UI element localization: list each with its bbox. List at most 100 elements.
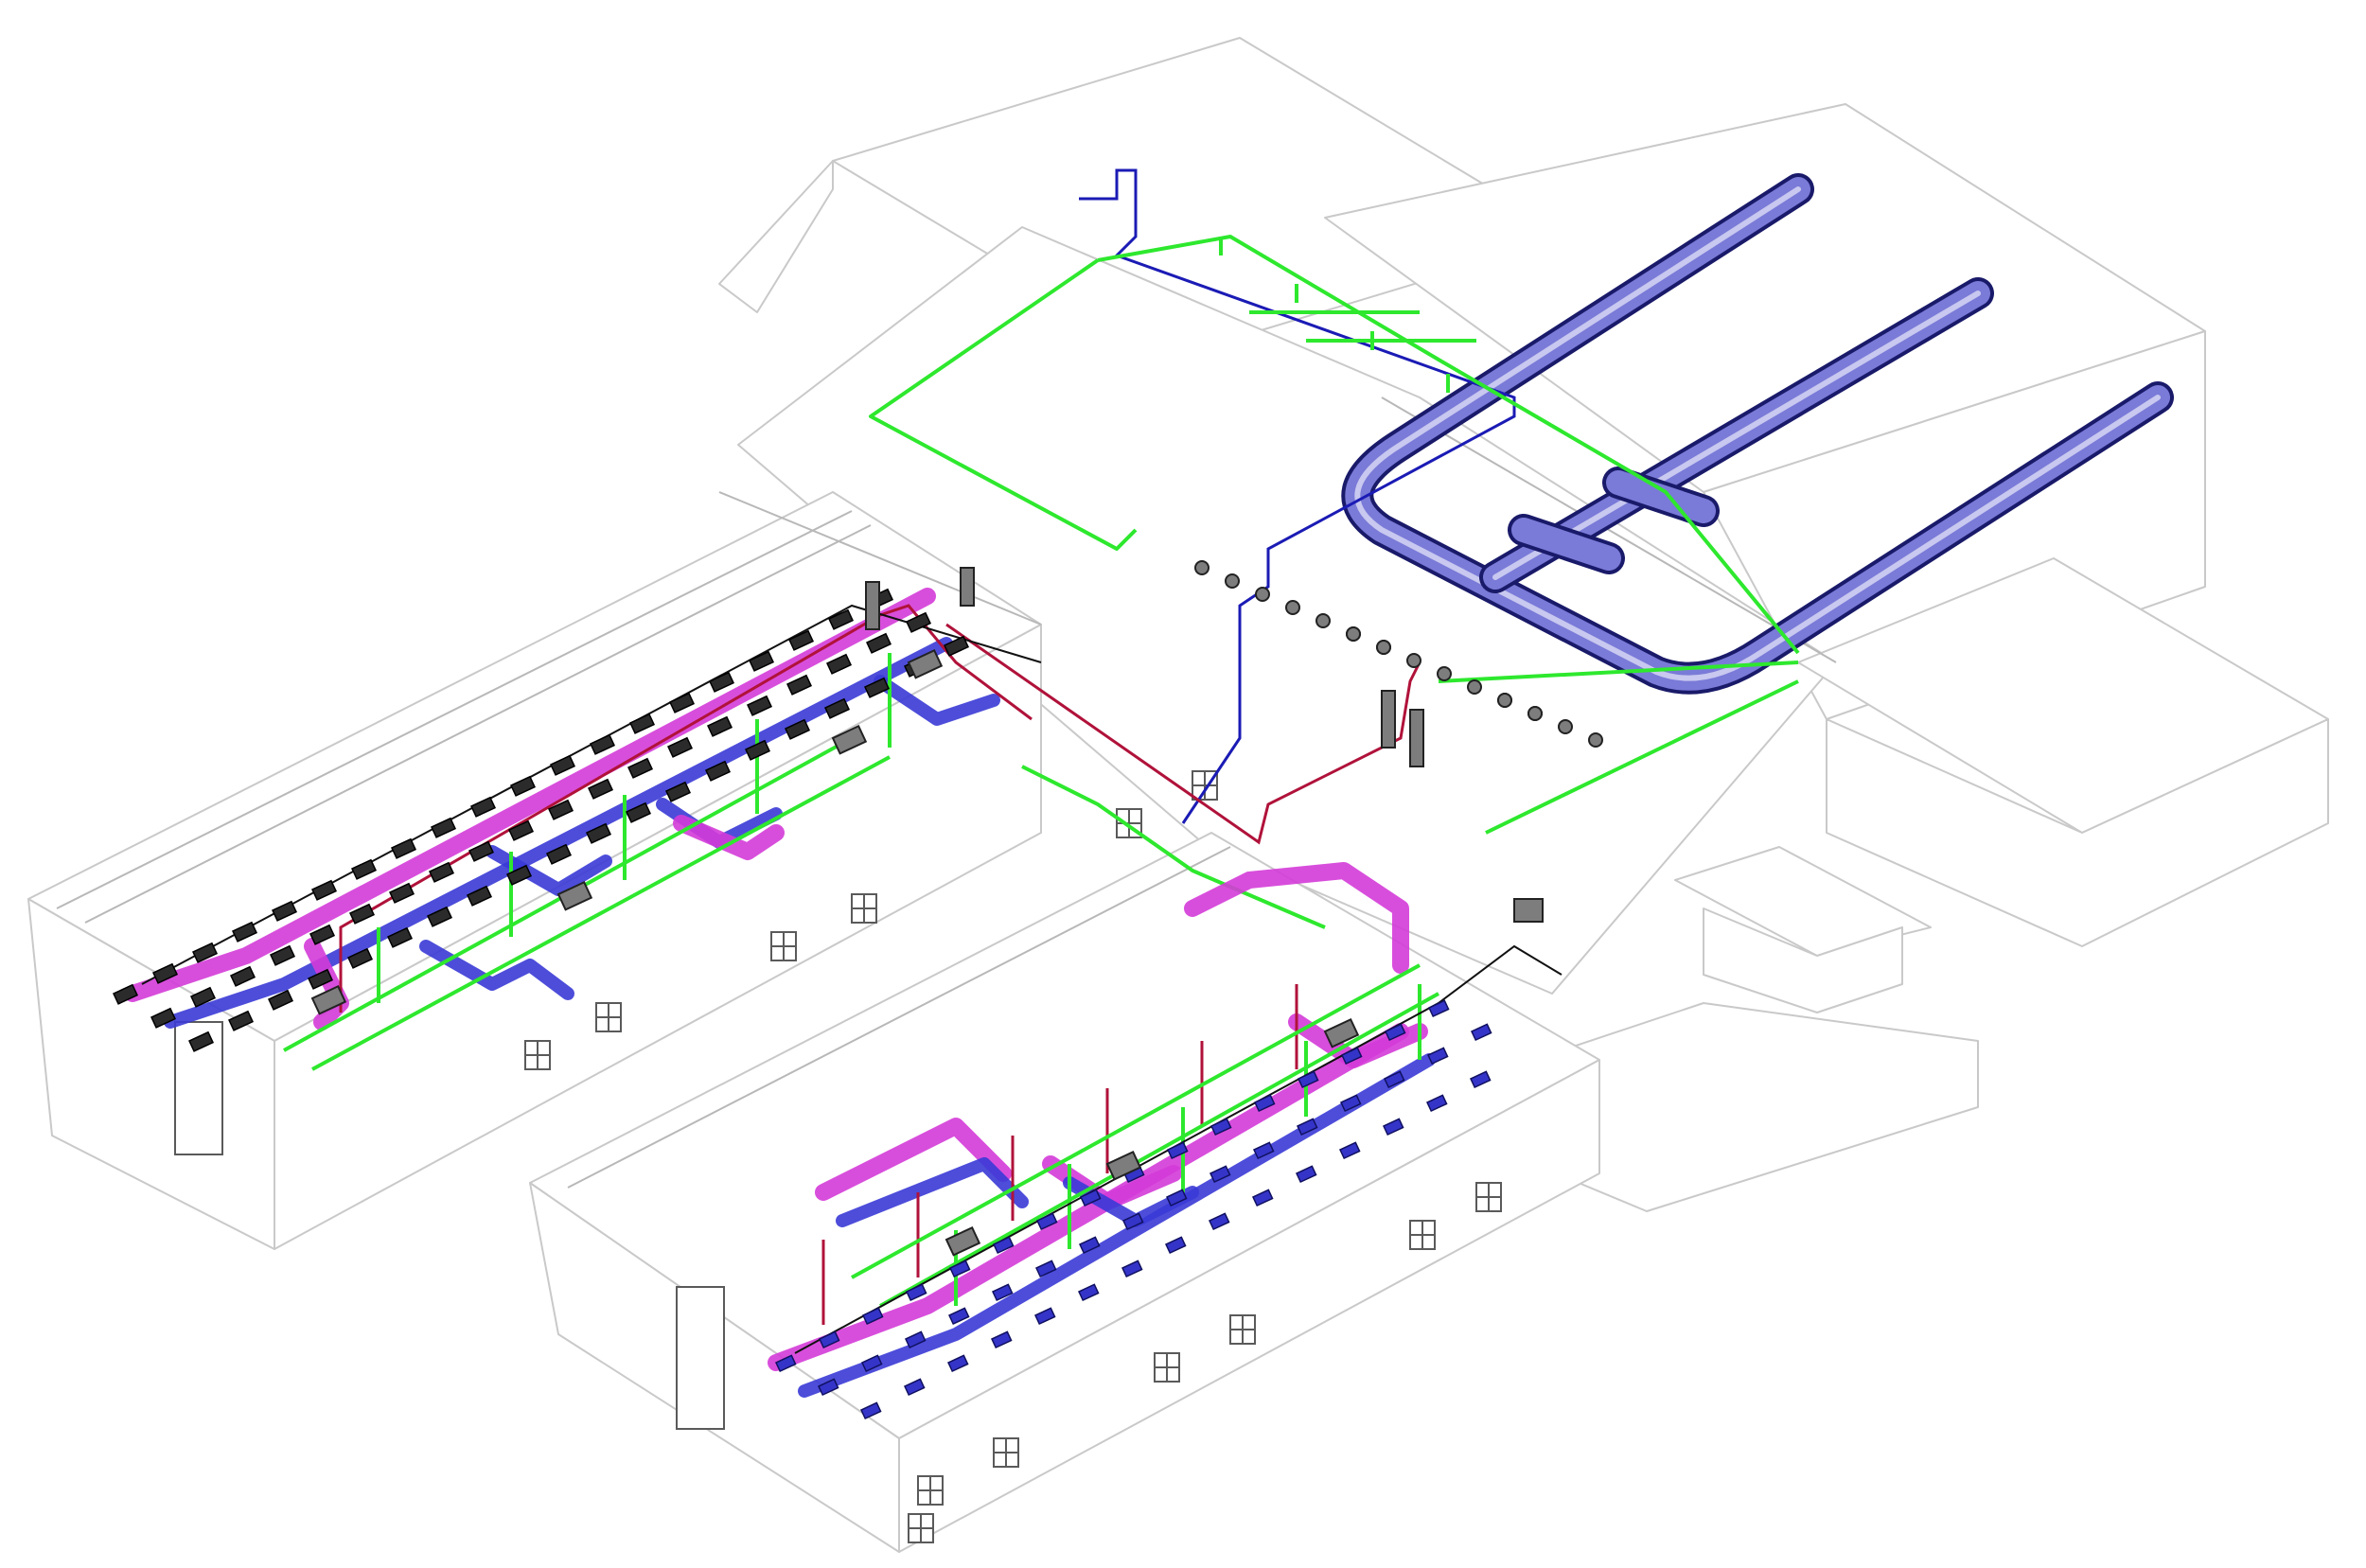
indoor-unit-left-38	[826, 653, 853, 675]
indoor-unit-left-60	[944, 635, 970, 657]
window-11	[1409, 1220, 1436, 1250]
plant-fixture-12	[1467, 679, 1482, 695]
air-handling-unit-7	[1323, 1017, 1360, 1048]
indoor-unit-left-21	[150, 1007, 177, 1029]
indoor-unit-left-52	[626, 802, 652, 823]
diffuser-right-21	[992, 1283, 1014, 1302]
indoor-unit-left-35	[707, 715, 733, 737]
indoor-unit-left-3	[192, 942, 219, 963]
header-pipe-blue	[1079, 168, 1516, 824]
indoor-unit-left-37	[786, 674, 813, 696]
window-2	[595, 1002, 622, 1032]
indoor-unit-left-43	[268, 989, 294, 1011]
diffuser-right-15	[1385, 1023, 1406, 1042]
diffuser-right-19	[905, 1330, 927, 1349]
plant-control-panel	[1513, 898, 1544, 923]
diffuser-right-7	[1036, 1212, 1058, 1231]
diffuser-right-41	[1209, 1212, 1230, 1231]
plant-fixture-18	[1588, 732, 1603, 748]
right-wing-side-wall	[898, 1059, 1600, 1553]
indoor-unit-left-54	[705, 760, 732, 782]
diffuser-right-46	[1426, 1094, 1448, 1113]
diffuser-right-34	[904, 1378, 926, 1397]
indoor-unit-left-25	[309, 924, 336, 945]
indoor-unit-left-47	[427, 906, 453, 927]
chilled-branch-highlight	[1492, 291, 1981, 580]
window-1	[524, 1040, 551, 1070]
left-wing-control-wire	[141, 604, 1042, 985]
diffuser-right-3	[862, 1307, 884, 1326]
indoor-unit-left-4	[232, 921, 258, 943]
diffuser-right-8	[1080, 1189, 1102, 1207]
diffuser-right-31	[1427, 1047, 1449, 1066]
indoor-unit-left-26	[349, 903, 376, 925]
indoor-unit-left-23	[230, 965, 256, 987]
indoor-unit-left-10	[470, 796, 497, 818]
diffuser-right-42	[1252, 1189, 1274, 1207]
window-9	[1154, 1352, 1180, 1383]
indoor-unit-left-31	[548, 799, 574, 820]
indoor-unit-left-39	[866, 632, 892, 654]
plant-fixture-8	[1346, 626, 1361, 642]
indoor-unit-left-28	[429, 861, 455, 883]
diffuser-right-1	[775, 1354, 797, 1373]
left-wing-riser-tank	[865, 581, 880, 630]
plant-fixture-5	[1315, 613, 1331, 628]
chilled-water-mains	[1341, 173, 2174, 695]
right-wing-supply-riser	[1184, 862, 1409, 974]
diffuser-right-25	[1166, 1189, 1188, 1207]
chilled-stub-2-fill	[1606, 470, 1716, 523]
plant-room-equipment	[865, 567, 1544, 923]
right-wing-refrigerant-risers	[821, 984, 1298, 1325]
plant-pump-1	[1381, 690, 1396, 749]
diffuser-right-23	[1079, 1236, 1101, 1255]
indoor-unit-left-56	[785, 718, 811, 740]
plant-fixture-10	[1406, 653, 1421, 668]
diffuser-right-12	[1254, 1094, 1276, 1113]
diffuser-right-32	[1471, 1023, 1492, 1042]
condensate-network	[869, 235, 1800, 929]
window-3	[770, 931, 797, 961]
diffuser-right-37	[1034, 1307, 1056, 1326]
plant-fixture-15	[1497, 693, 1512, 708]
diffuser-right-11	[1210, 1118, 1232, 1136]
diffuser-right-24	[1122, 1212, 1144, 1231]
condensate-link-left-wing	[1021, 765, 1326, 929]
indoor-unit-left-16	[709, 671, 735, 693]
plant-pump-2	[1409, 709, 1424, 767]
condensate-link-plant	[1438, 661, 1799, 835]
diffuser-right-2	[819, 1330, 840, 1349]
window-13	[908, 1513, 934, 1543]
indoor-unit-left-5	[272, 900, 298, 922]
left-wing-return-loop-2	[486, 845, 612, 896]
window-8	[993, 1437, 1019, 1468]
air-handling-unit-1	[310, 984, 347, 1015]
diffuser-right-17	[818, 1378, 839, 1397]
window-group	[524, 770, 1502, 1543]
indoor-unit-left-24	[270, 944, 296, 966]
roof-ridge-lines	[56, 396, 1837, 1189]
plant-fixture-17	[1558, 719, 1573, 734]
diffuser-right-5	[949, 1260, 971, 1278]
indoor-unit-left-41	[188, 1031, 215, 1052]
plant-fixture-11	[1437, 666, 1452, 681]
indoor-unit-left-30	[508, 819, 535, 841]
indoor-unit-left-18	[788, 629, 815, 651]
window-12	[1475, 1182, 1502, 1212]
indoor-unit-left-7	[351, 858, 378, 880]
indoor-unit-left-1	[113, 983, 139, 1005]
plant-fixture-4	[1285, 600, 1300, 615]
left-wing-return-duct-main	[164, 637, 953, 1029]
indoor-unit-left-49	[506, 864, 533, 886]
indoor-unit-left-50	[546, 843, 573, 865]
diffuser-right-43	[1296, 1165, 1317, 1184]
indoor-unit-left-22	[190, 986, 217, 1008]
plant-fixture-3	[1255, 587, 1270, 602]
diffuser-right-39	[1121, 1260, 1143, 1278]
indoor-unit-left-36	[747, 695, 773, 716]
left-wing-return-loop-1	[419, 940, 574, 1000]
indoor-unit-left-2	[152, 962, 179, 984]
left-wing-return-loop-4	[874, 675, 1000, 726]
